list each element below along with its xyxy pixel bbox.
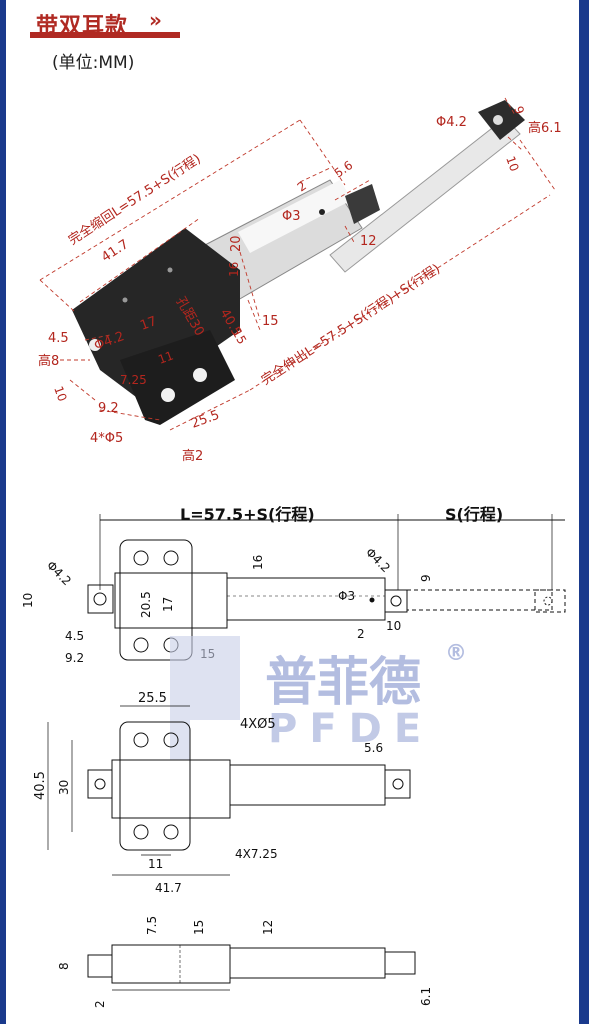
iso-front-cap — [345, 184, 380, 224]
dim-30: 30 — [57, 780, 71, 795]
title-underline — [30, 32, 180, 38]
dim-2: 2 — [357, 627, 365, 641]
iso-rod-eye-hole — [493, 115, 503, 125]
front-view-labels: 25.5 4XØ5 5.6 40.5 30 11 4X7.25 41.7 — [33, 691, 383, 895]
dim-417: 41.7 — [155, 881, 182, 895]
dim-10-right: 10 — [503, 154, 521, 173]
dim-17: 17 — [161, 597, 175, 612]
dim-417: 41.7 — [99, 237, 131, 265]
dim-15-a: 15 — [229, 327, 249, 347]
iso-view: Φ4.2 9 高6.1 10 2 5.6 Φ3 12 完全缩回L=57.5+S(… — [38, 97, 562, 464]
drawing-sheet — [6, 0, 579, 1024]
top-view — [87, 514, 566, 661]
dim-phi3: Φ3 — [338, 589, 355, 603]
iso-dimension-lines — [39, 97, 556, 431]
dim-L: L=57.5+S(行程) — [180, 505, 315, 524]
dim-45: 4.5 — [65, 629, 84, 643]
dim-11: 11 — [156, 348, 175, 366]
dim-205: 20.5 — [139, 591, 153, 618]
unit-label: (单位:MM) — [52, 53, 135, 73]
watermark-reg: ® — [445, 641, 467, 666]
dim-61: 6.1 — [419, 987, 433, 1006]
dim-15-b: 15 — [262, 314, 279, 329]
side-view-labels: 7.5 15 12 8 2 6.1 — [57, 916, 433, 1008]
dim-12: 12 — [261, 920, 275, 935]
dim-20: 20 — [229, 235, 244, 252]
iso-ear-hole — [161, 388, 175, 402]
dim-phi42-right: Φ4.2 — [363, 545, 393, 575]
dim-92: 9.2 — [98, 401, 119, 416]
brand-logo-icon — [170, 636, 240, 760]
dim-405: 40.5 — [33, 771, 48, 800]
iso-ear-plate — [120, 330, 235, 425]
dim-9: 9 — [419, 574, 433, 582]
watermark-cn: 普菲德 — [265, 653, 421, 713]
dim-h61: 高6.1 — [528, 120, 562, 136]
dim-725: 7.25 — [120, 373, 147, 387]
dim-4x725: 4X7.25 — [235, 847, 278, 861]
front-view — [47, 705, 411, 876]
dim-255: 25.5 — [189, 408, 221, 432]
dim-h8: 高8 — [38, 353, 59, 369]
dim-S: S(行程) — [445, 505, 503, 524]
dim-15: 15 — [192, 920, 206, 935]
iso-ear-hole — [193, 368, 207, 382]
dim-4x5: 4XØ5 — [240, 717, 276, 732]
side-view — [87, 944, 416, 991]
dim-56: 5.6 — [332, 158, 356, 180]
dim-h2: 高2 — [182, 448, 203, 464]
label-full-extend: 完全伸出L=57.5+S(行程)+S(行程) — [258, 261, 443, 389]
dim-12: 12 — [360, 234, 377, 249]
dim-2: 2 — [93, 1000, 107, 1008]
iso-tube-highlight — [238, 180, 352, 253]
dim-9: 9 — [511, 104, 527, 116]
dim-16: 16 — [227, 262, 241, 277]
iso-rod — [329, 117, 521, 273]
dim-75: 7.5 — [145, 916, 159, 935]
dim-56: 5.6 — [364, 741, 383, 755]
dim-10-right: 10 — [386, 619, 401, 633]
chevron-down-icon: » — [149, 8, 162, 32]
dim-17: 17 — [138, 314, 159, 334]
dim-10-left: 10 — [51, 384, 69, 403]
dim-92: 9.2 — [65, 651, 84, 665]
dim-10-left: 10 — [21, 593, 35, 608]
dim-phi42-left: Φ4.2 — [44, 558, 74, 588]
dim-phi42-rod: Φ4.2 — [436, 115, 467, 130]
dim-8: 8 — [57, 962, 71, 970]
dim-phi3: Φ3 — [282, 209, 301, 224]
dim-45: 4.5 — [48, 331, 69, 346]
dim-11: 11 — [148, 857, 163, 871]
dim-4phi5: 4*Φ5 — [90, 431, 123, 446]
dim-255: 25.5 — [138, 691, 167, 706]
iso-pin-hole — [319, 209, 325, 215]
iso-rear-eye-hole — [89, 339, 101, 351]
dim-16: 16 — [251, 555, 265, 570]
watermark-en: PFDE — [268, 706, 433, 752]
brand-watermark: 普菲德 ® PFDE — [170, 636, 467, 760]
page-title: 带双耳款 — [36, 14, 129, 39]
